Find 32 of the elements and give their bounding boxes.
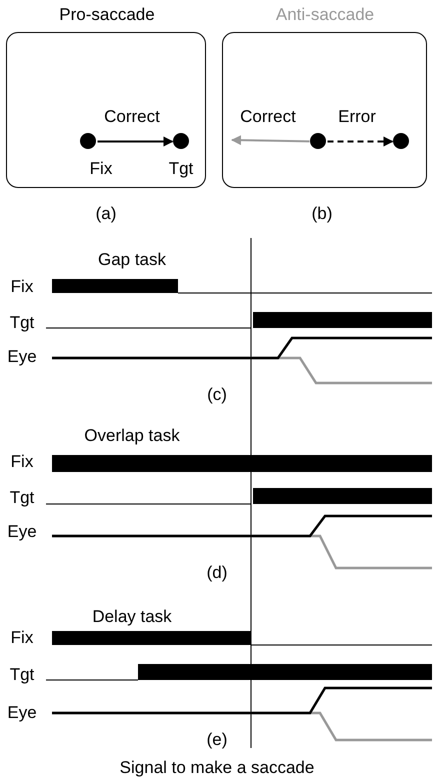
panel-letter: (b) [312, 204, 332, 224]
arrow [98, 136, 174, 146]
edge-label: Error [338, 107, 376, 127]
row-label: Eye [7, 703, 37, 723]
target-dot [80, 133, 96, 149]
panel-letter: (e) [206, 730, 228, 750]
target-dot [173, 133, 189, 149]
panel-letter: (a) [96, 204, 116, 224]
edge-label: Correct [104, 107, 160, 127]
target-dot [310, 133, 326, 149]
task-title: Gap task [98, 250, 166, 270]
panel-letter: (c) [207, 385, 227, 405]
row-label: Tgt [10, 488, 34, 508]
panel-letter: (d) [206, 563, 228, 583]
row-label: Tgt [10, 665, 34, 685]
dot-label: Fix [90, 159, 112, 179]
panel-heading: Anti-saccade [276, 5, 374, 25]
target-dot [393, 133, 409, 149]
task-title: Overlap task [84, 426, 180, 446]
row-label: Eye [7, 347, 37, 367]
arrow [231, 135, 310, 146]
dot-label: Tgt [168, 159, 194, 179]
axis-caption: Signal to make a saccade [120, 758, 314, 778]
row-label: Eye [7, 522, 37, 542]
task-title: Delay task [92, 607, 172, 627]
row-label: Tgt [10, 313, 34, 333]
arrow [328, 136, 394, 146]
panel-heading: Pro-saccade [59, 5, 155, 25]
row-label: Fix [10, 628, 34, 648]
row-label: Fix [10, 277, 34, 297]
row-label: Fix [10, 452, 34, 472]
edge-label: Correct [240, 107, 296, 127]
